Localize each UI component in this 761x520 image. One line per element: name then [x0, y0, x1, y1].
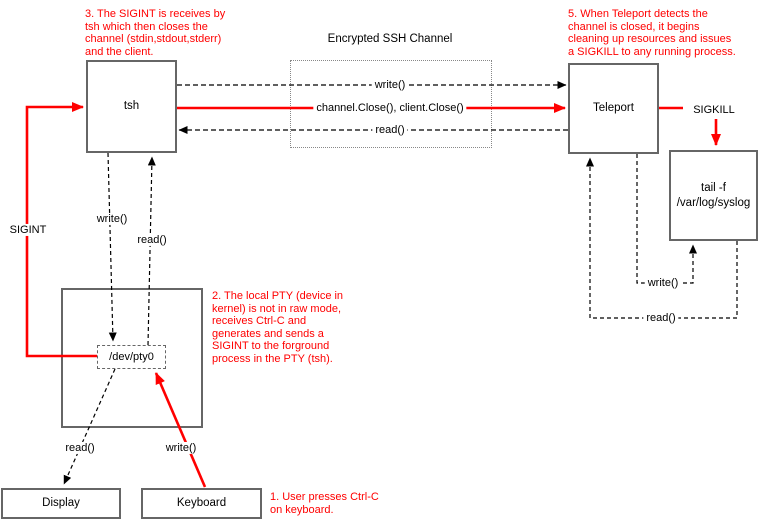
note-line: SIGINT to the forground: [212, 340, 330, 352]
node-tsh-label: tsh: [123, 100, 140, 113]
label-tsh-pty-read: read(): [134, 233, 170, 247]
note-line: 3. The SIGINT is receives by: [85, 8, 226, 20]
node-teleport-label: Teleport: [593, 102, 634, 115]
node-display-label: Display: [42, 497, 80, 510]
note-line: a SIGKILL to any running process.: [568, 45, 736, 58]
note-line: channel (stdin,stdout,stderr): [85, 33, 222, 45]
note-line: cleaning up resources and issues: [568, 33, 732, 45]
note-line: 5. When Teleport detects the: [568, 8, 708, 20]
node-tail-syslog-label: tail -f /var/log/syslog: [677, 181, 751, 210]
note-2-local-pty: 2. The local PTY (device in kernel) is n…: [212, 290, 343, 365]
label-pty-display-read: read(): [62, 441, 98, 455]
label-keyboard-pty-write: write(): [162, 441, 200, 455]
node-keyboard: Keyboard: [141, 488, 262, 519]
node-teleport: Teleport: [568, 63, 659, 154]
node-tsh: tsh: [86, 60, 177, 153]
label-teleport-tail-write: write(): [644, 276, 682, 290]
label-ssh-read: read(): [372, 123, 408, 137]
label-tsh-pty-write: write(): [93, 212, 131, 226]
note-line: and the client.: [85, 45, 154, 58]
node-dev-pty0: /dev/pty0: [97, 345, 166, 369]
note-line: process in the PTY (tsh).: [212, 352, 333, 365]
tail-label-line2: /var/log/syslog: [676, 196, 751, 209]
note-line: kernel) is not in raw mode,: [212, 302, 341, 315]
note-1-user-ctrlc: 1. User presses Ctrl-C on keyboard.: [270, 491, 379, 516]
note-5-teleport-sigkill: 5. When Teleport detects the channel is …: [568, 8, 736, 58]
note-line: tsh which then closes the: [85, 20, 208, 33]
note-line: on keyboard.: [270, 503, 334, 516]
label-ssh-write: write(): [371, 78, 409, 92]
label-ssh-close: channel.Close(), client.Close(): [313, 101, 467, 115]
tail-label-line1: tail -f: [701, 182, 726, 195]
note-line: 2. The local PTY (device in: [212, 290, 344, 302]
node-keyboard-label: Keyboard: [176, 497, 227, 510]
label-sigint: SIGINT: [6, 223, 50, 237]
note-line: channel is closed, it begins: [568, 20, 700, 33]
label-tail-teleport-read: read(): [643, 311, 679, 325]
node-tail-syslog: tail -f /var/log/syslog: [669, 150, 758, 241]
note-line: receives Ctrl-C and: [212, 315, 307, 327]
encrypted-ssh-channel-title: Encrypted SSH Channel: [327, 33, 453, 45]
label-sigkill: SIGKILL: [690, 103, 738, 117]
node-dev-pty0-label: /dev/pty0: [109, 351, 154, 363]
encrypted-ssh-channel-box: [290, 60, 492, 148]
node-display: Display: [1, 488, 121, 519]
note-3-sigint-received: 3. The SIGINT is receives by tsh which t…: [85, 8, 225, 58]
note-line: generates and sends a: [212, 327, 324, 340]
note-line: 1. User presses Ctrl-C: [270, 491, 379, 503]
